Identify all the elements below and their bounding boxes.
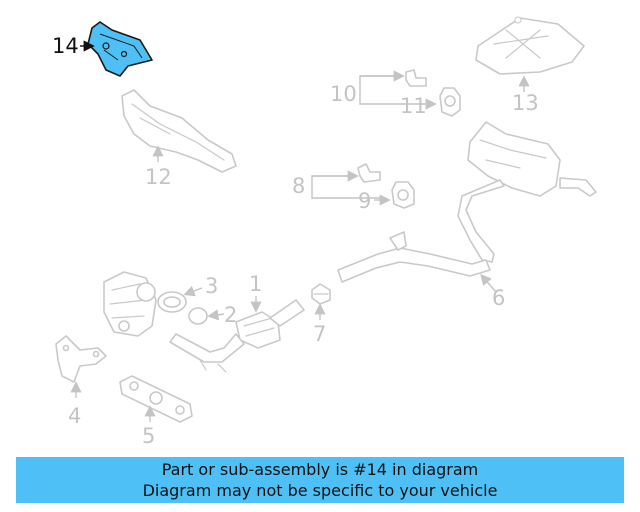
part-14-heat-shield[interactable] — [87, 21, 153, 77]
part-12-heat-shield — [121, 89, 237, 173]
callout-4[interactable]: 4 — [68, 404, 81, 428]
part-4-bracket — [55, 335, 107, 383]
callout-13[interactable]: 13 — [512, 91, 539, 115]
callout-8[interactable]: 8 — [292, 174, 305, 198]
info-banner: Part or sub-assembly is #14 in diagram D… — [16, 457, 624, 503]
callout-1[interactable]: 1 — [249, 272, 262, 296]
part-11-rubber-mount — [439, 87, 461, 117]
banner-line-2: Diagram may not be specific to your vehi… — [142, 481, 498, 500]
leader-line-6 — [480, 273, 497, 293]
callout-3[interactable]: 3 — [205, 274, 218, 298]
part-8-hanger — [357, 163, 381, 183]
part-6-rear-muffler-pipe — [337, 121, 597, 283]
part-3-clamp-ring — [157, 291, 187, 313]
part-1-front-pipe-converter — [169, 299, 305, 373]
leader-line-3 — [183, 285, 203, 297]
part-13-shield — [475, 16, 585, 75]
callout-5[interactable]: 5 — [142, 424, 155, 448]
part-9-rubber-mount — [391, 181, 415, 209]
leader-line-2 — [207, 309, 225, 321]
callout-2[interactable]: 2 — [224, 303, 237, 327]
banner-line-1: Part or sub-assembly is #14 in diagram — [161, 460, 479, 479]
callout-10[interactable]: 10 — [330, 82, 357, 106]
callout-11[interactable]: 11 — [400, 94, 427, 118]
part-10-hanger — [405, 69, 427, 87]
callout-6[interactable]: 6 — [492, 286, 505, 310]
part-2-gasket — [188, 307, 208, 325]
catalytic-converter-assembly — [103, 271, 157, 337]
callout-9[interactable]: 9 — [358, 189, 371, 213]
part-5-flange-gasket — [119, 375, 193, 423]
part-7-clamp — [311, 283, 331, 305]
callout-12[interactable]: 12 — [145, 165, 172, 189]
callout-14[interactable]: 14 — [52, 34, 79, 58]
callout-7[interactable]: 7 — [313, 322, 326, 346]
